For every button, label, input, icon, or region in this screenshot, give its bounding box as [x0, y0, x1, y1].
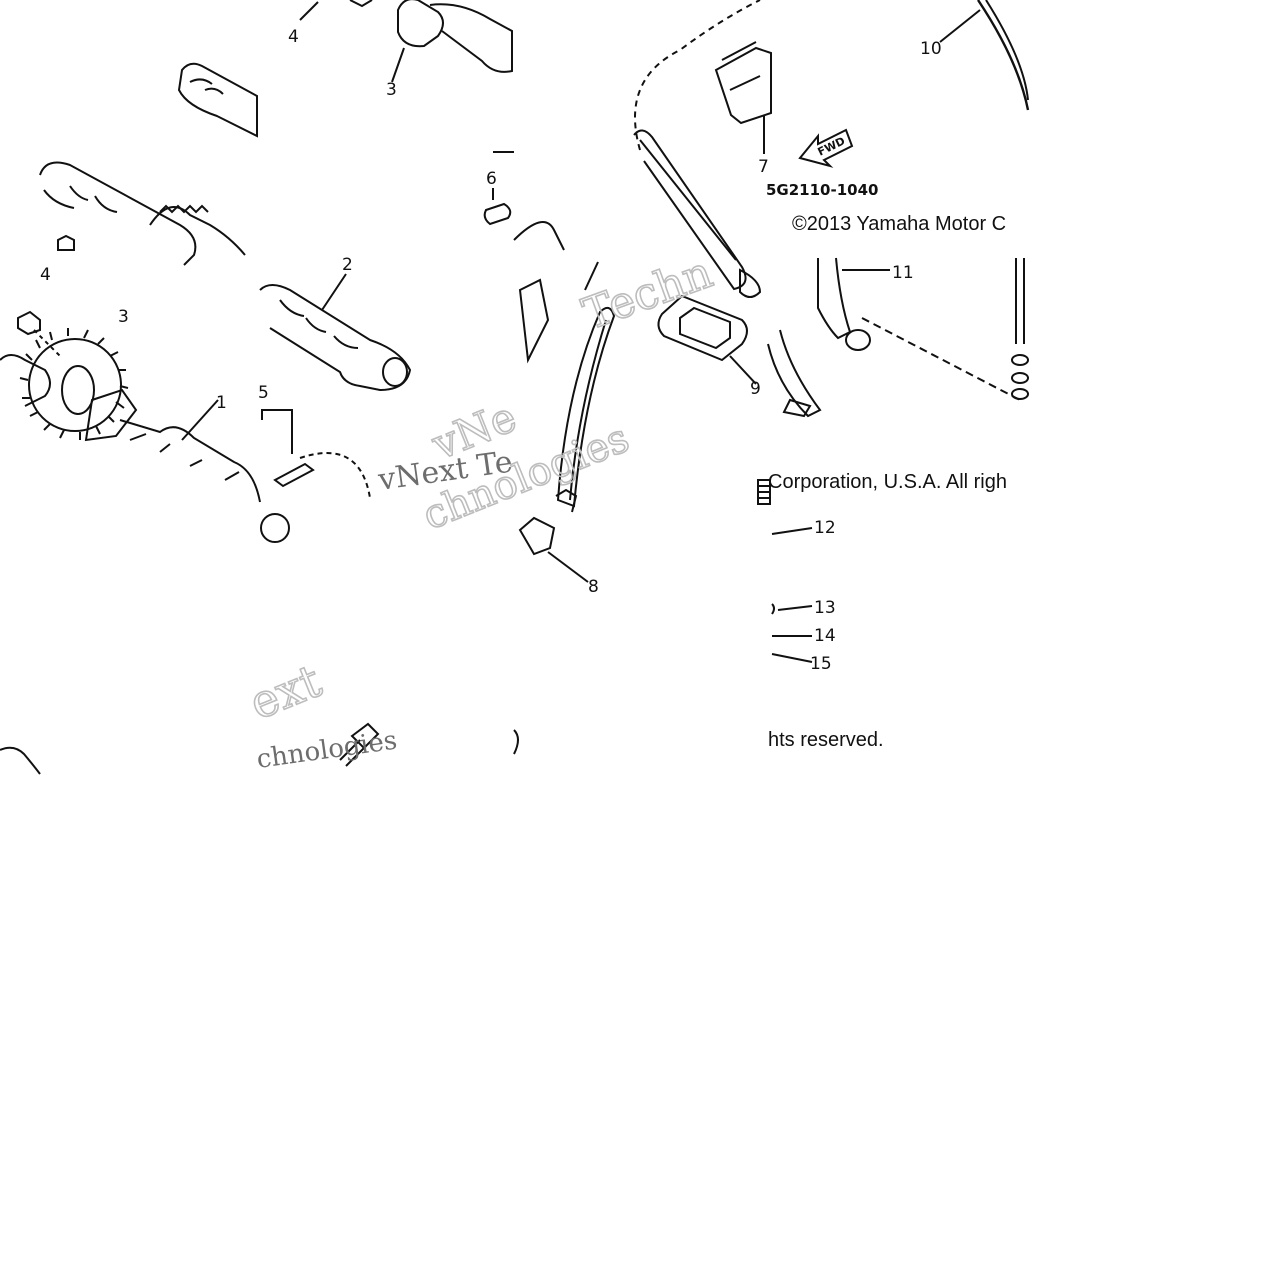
callout-15: 15 [810, 654, 832, 674]
svg-text:chnologies: chnologies [255, 726, 399, 775]
bolt-washers-drawing [757, 479, 813, 663]
svg-text:ext: ext [242, 653, 329, 730]
camshaft-2-drawing [259, 273, 412, 543]
callout-6: 6 [486, 169, 497, 189]
copyright-line-2: Corporation, U.S.A. All righ [768, 471, 1007, 493]
callout-9: 9 [750, 379, 761, 399]
callout-2: 2 [342, 255, 353, 275]
callout-4: 4 [288, 27, 299, 47]
svg-text:Techn: Techn [576, 247, 719, 341]
callout-8: 8 [588, 577, 599, 597]
callout-3b: 3 [118, 307, 129, 327]
chain-guide-upper-drawing [483, 0, 761, 291]
callout-1: 1 [216, 393, 227, 413]
copyright-line-1: ©2013 Yamaha Motor C [792, 213, 1007, 235]
copyright-line-3: hts reserved. [768, 729, 884, 751]
guide-rail-gasket-drawing [518, 261, 762, 508]
bolt-lower-drawing [0, 722, 519, 775]
chain-guide-7-drawing [714, 0, 1030, 154]
callout-14: 14 [814, 626, 836, 646]
guide-stopper-8-drawing [518, 488, 589, 583]
camshaft-1-drawing [0, 310, 261, 503]
sprocket-upper-drawing [299, 0, 513, 83]
callout-4b: 4 [40, 265, 51, 285]
callout-5: 5 [258, 383, 269, 403]
tensioner-arm-11-drawing [767, 257, 1029, 418]
camshaft-upper-drawing [39, 62, 258, 266]
callout-7: 7 [758, 157, 769, 177]
callout-13: 13 [814, 598, 836, 618]
diagram-code: 5G2110-1040 [766, 181, 878, 199]
callout-3: 3 [386, 80, 397, 100]
callout-10: 10 [920, 39, 942, 59]
fwd-arrow-icon: FWD [798, 128, 854, 168]
callout-12: 12 [814, 518, 836, 538]
callout-11: 11 [892, 263, 914, 283]
